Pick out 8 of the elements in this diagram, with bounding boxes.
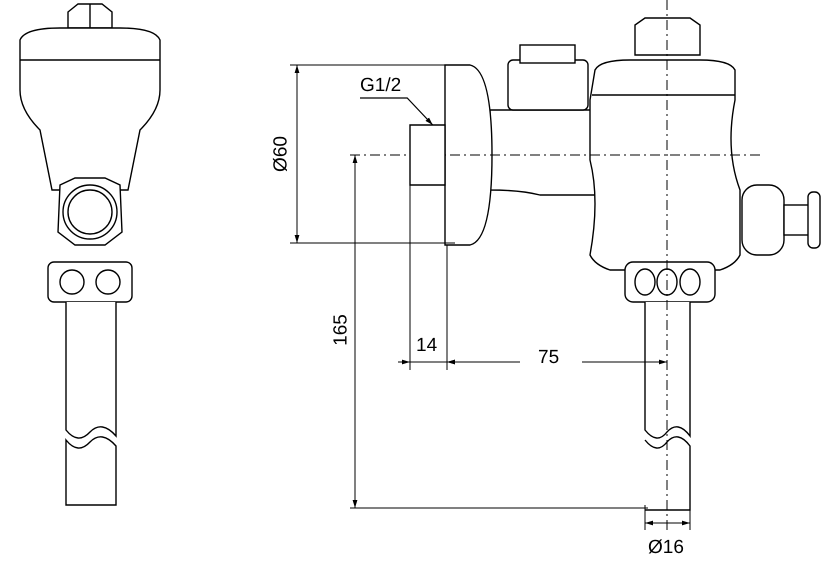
dimension-label: 165	[332, 314, 350, 346]
dimension-label: 14	[416, 336, 438, 355]
dimension-label: 75	[538, 348, 560, 367]
dimension-label: Ø60	[272, 136, 290, 172]
thread-label: G1/2	[360, 76, 402, 98]
dimension-label: Ø16	[648, 538, 684, 557]
pipe-thread	[409, 124, 446, 186]
leader-line	[360, 97, 434, 126]
